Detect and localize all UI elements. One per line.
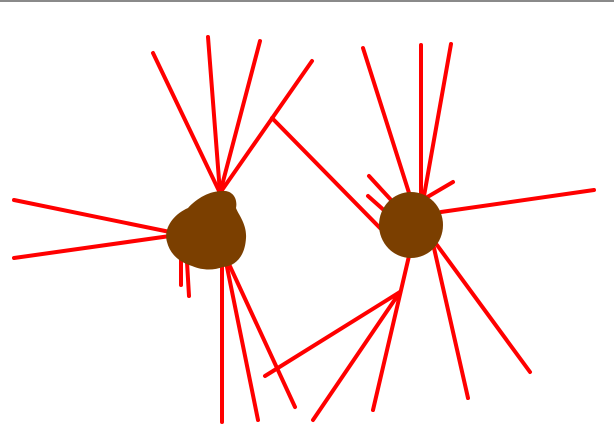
red-stroke	[226, 262, 258, 420]
red-stroke	[441, 190, 594, 212]
red-stroke	[363, 48, 410, 196]
red-stroke	[373, 256, 409, 410]
red-stroke	[369, 176, 392, 201]
red-stroke	[14, 236, 170, 258]
red-stroke	[265, 292, 400, 376]
red-strokes	[14, 37, 594, 422]
right-blob	[379, 192, 443, 258]
red-stroke	[272, 118, 384, 232]
red-stroke	[424, 44, 451, 196]
red-stroke	[437, 245, 530, 372]
red-stroke	[187, 262, 189, 296]
red-stroke	[220, 41, 260, 193]
red-stroke	[424, 182, 453, 199]
red-stroke	[14, 200, 170, 232]
red-stroke	[228, 262, 295, 407]
left-blob	[166, 191, 246, 270]
red-stroke	[434, 248, 468, 398]
red-stroke	[220, 61, 312, 193]
